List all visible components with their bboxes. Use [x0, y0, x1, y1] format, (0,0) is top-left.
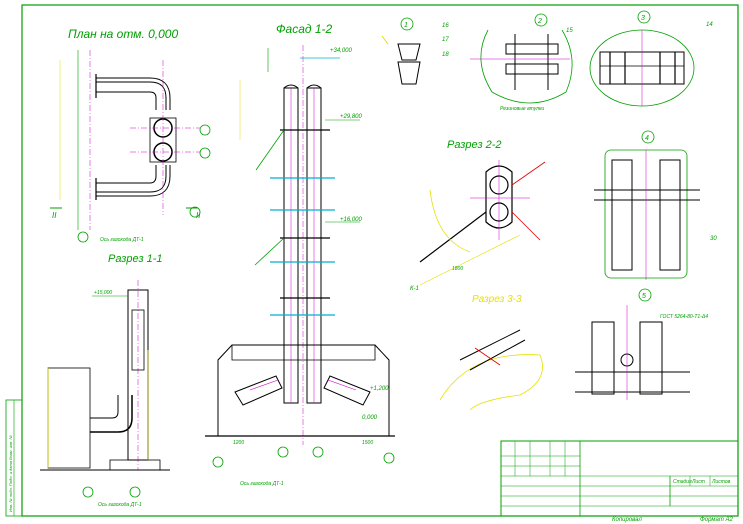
section11-axis-note: Ось газохода ДТ-1 [98, 502, 142, 508]
detail-4: 4 30 [594, 130, 717, 280]
svg-text:1500: 1500 [362, 440, 373, 446]
svg-text:+29,800: +29,800 [340, 114, 363, 120]
detail-2: 2 15 Резиновые втулки [470, 13, 573, 112]
svg-text:+16,000: +16,000 [340, 217, 363, 223]
facade-axis-note: Ось газохода ДТ-1 [240, 481, 284, 487]
section-2-2: Разрез 2-2 1800 К-1 [410, 139, 546, 292]
svg-text:+1,200: +1,200 [370, 386, 389, 392]
svg-text:Лист: Лист [691, 479, 705, 485]
svg-text:0,000: 0,000 [362, 415, 378, 421]
svg-text:2: 2 [537, 18, 542, 25]
svg-text:Листов: Листов [711, 479, 731, 485]
svg-text:1800: 1800 [452, 266, 463, 272]
plan-title: План на отм. 0,000 [68, 27, 178, 41]
title-block: Стадия Лист Листов Копировал Формат А2 [500, 440, 739, 523]
svg-text:5: 5 [642, 293, 646, 300]
svg-text:15: 15 [566, 28, 573, 34]
title-format: Формат А2 [700, 517, 733, 523]
detail-5: 5 ГОСТ 5264-80-Т1-Δ4 [575, 288, 708, 400]
svg-text:К-1: К-1 [410, 286, 419, 292]
svg-text:18: 18 [442, 52, 449, 58]
svg-text:1: 1 [404, 22, 408, 29]
detail-1: 1 16 17 18 [381, 17, 449, 85]
svg-text:ГОСТ 5264-80-Т1-Δ4: ГОСТ 5264-80-Т1-Δ4 [660, 314, 708, 320]
left-stamp-text: Инв. № подл. Подп. и дата Взам. инв. № [8, 435, 13, 512]
svg-text:30: 30 [710, 236, 717, 242]
detail-3: 3 14 [589, 10, 713, 107]
svg-text:4: 4 [645, 135, 649, 142]
svg-text:Резиновые втулки: Резиновые втулки [500, 106, 544, 112]
section-3-3: Разрез 3-3 [439, 294, 543, 411]
svg-text:3: 3 [641, 15, 645, 22]
section11-title: Разрез 1-1 [108, 253, 163, 265]
svg-text:1200: 1200 [233, 440, 244, 446]
facade-1-2: Фасад 1-2 +34,000 +29,800 +16,000 0,000 … [205, 22, 395, 487]
svg-text:17: 17 [442, 37, 449, 43]
title-copied: Копировал [612, 517, 642, 523]
section33-title: Разрез 3-3 [472, 294, 522, 305]
sheet-frame [21, 4, 739, 517]
section-1-1: Разрез 1-1 Ось газохода ДТ-1 +15,000 [40, 253, 170, 508]
svg-text:14: 14 [706, 22, 713, 28]
svg-text:II: II [52, 211, 57, 220]
section22-title: Разрез 2-2 [447, 139, 502, 151]
plan-view: План на отм. 0,000 Ось газохода ДТ-1 II … [50, 27, 211, 243]
svg-text:16: 16 [442, 23, 449, 29]
svg-text:Стадия: Стадия [673, 479, 692, 485]
svg-text:+34,000: +34,000 [330, 48, 353, 54]
svg-text:II: II [196, 211, 201, 220]
facade-title: Фасад 1-2 [276, 22, 333, 36]
svg-text:+15,000: +15,000 [94, 290, 112, 296]
plan-axis-note: Ось газохода ДТ-1 [100, 237, 144, 243]
